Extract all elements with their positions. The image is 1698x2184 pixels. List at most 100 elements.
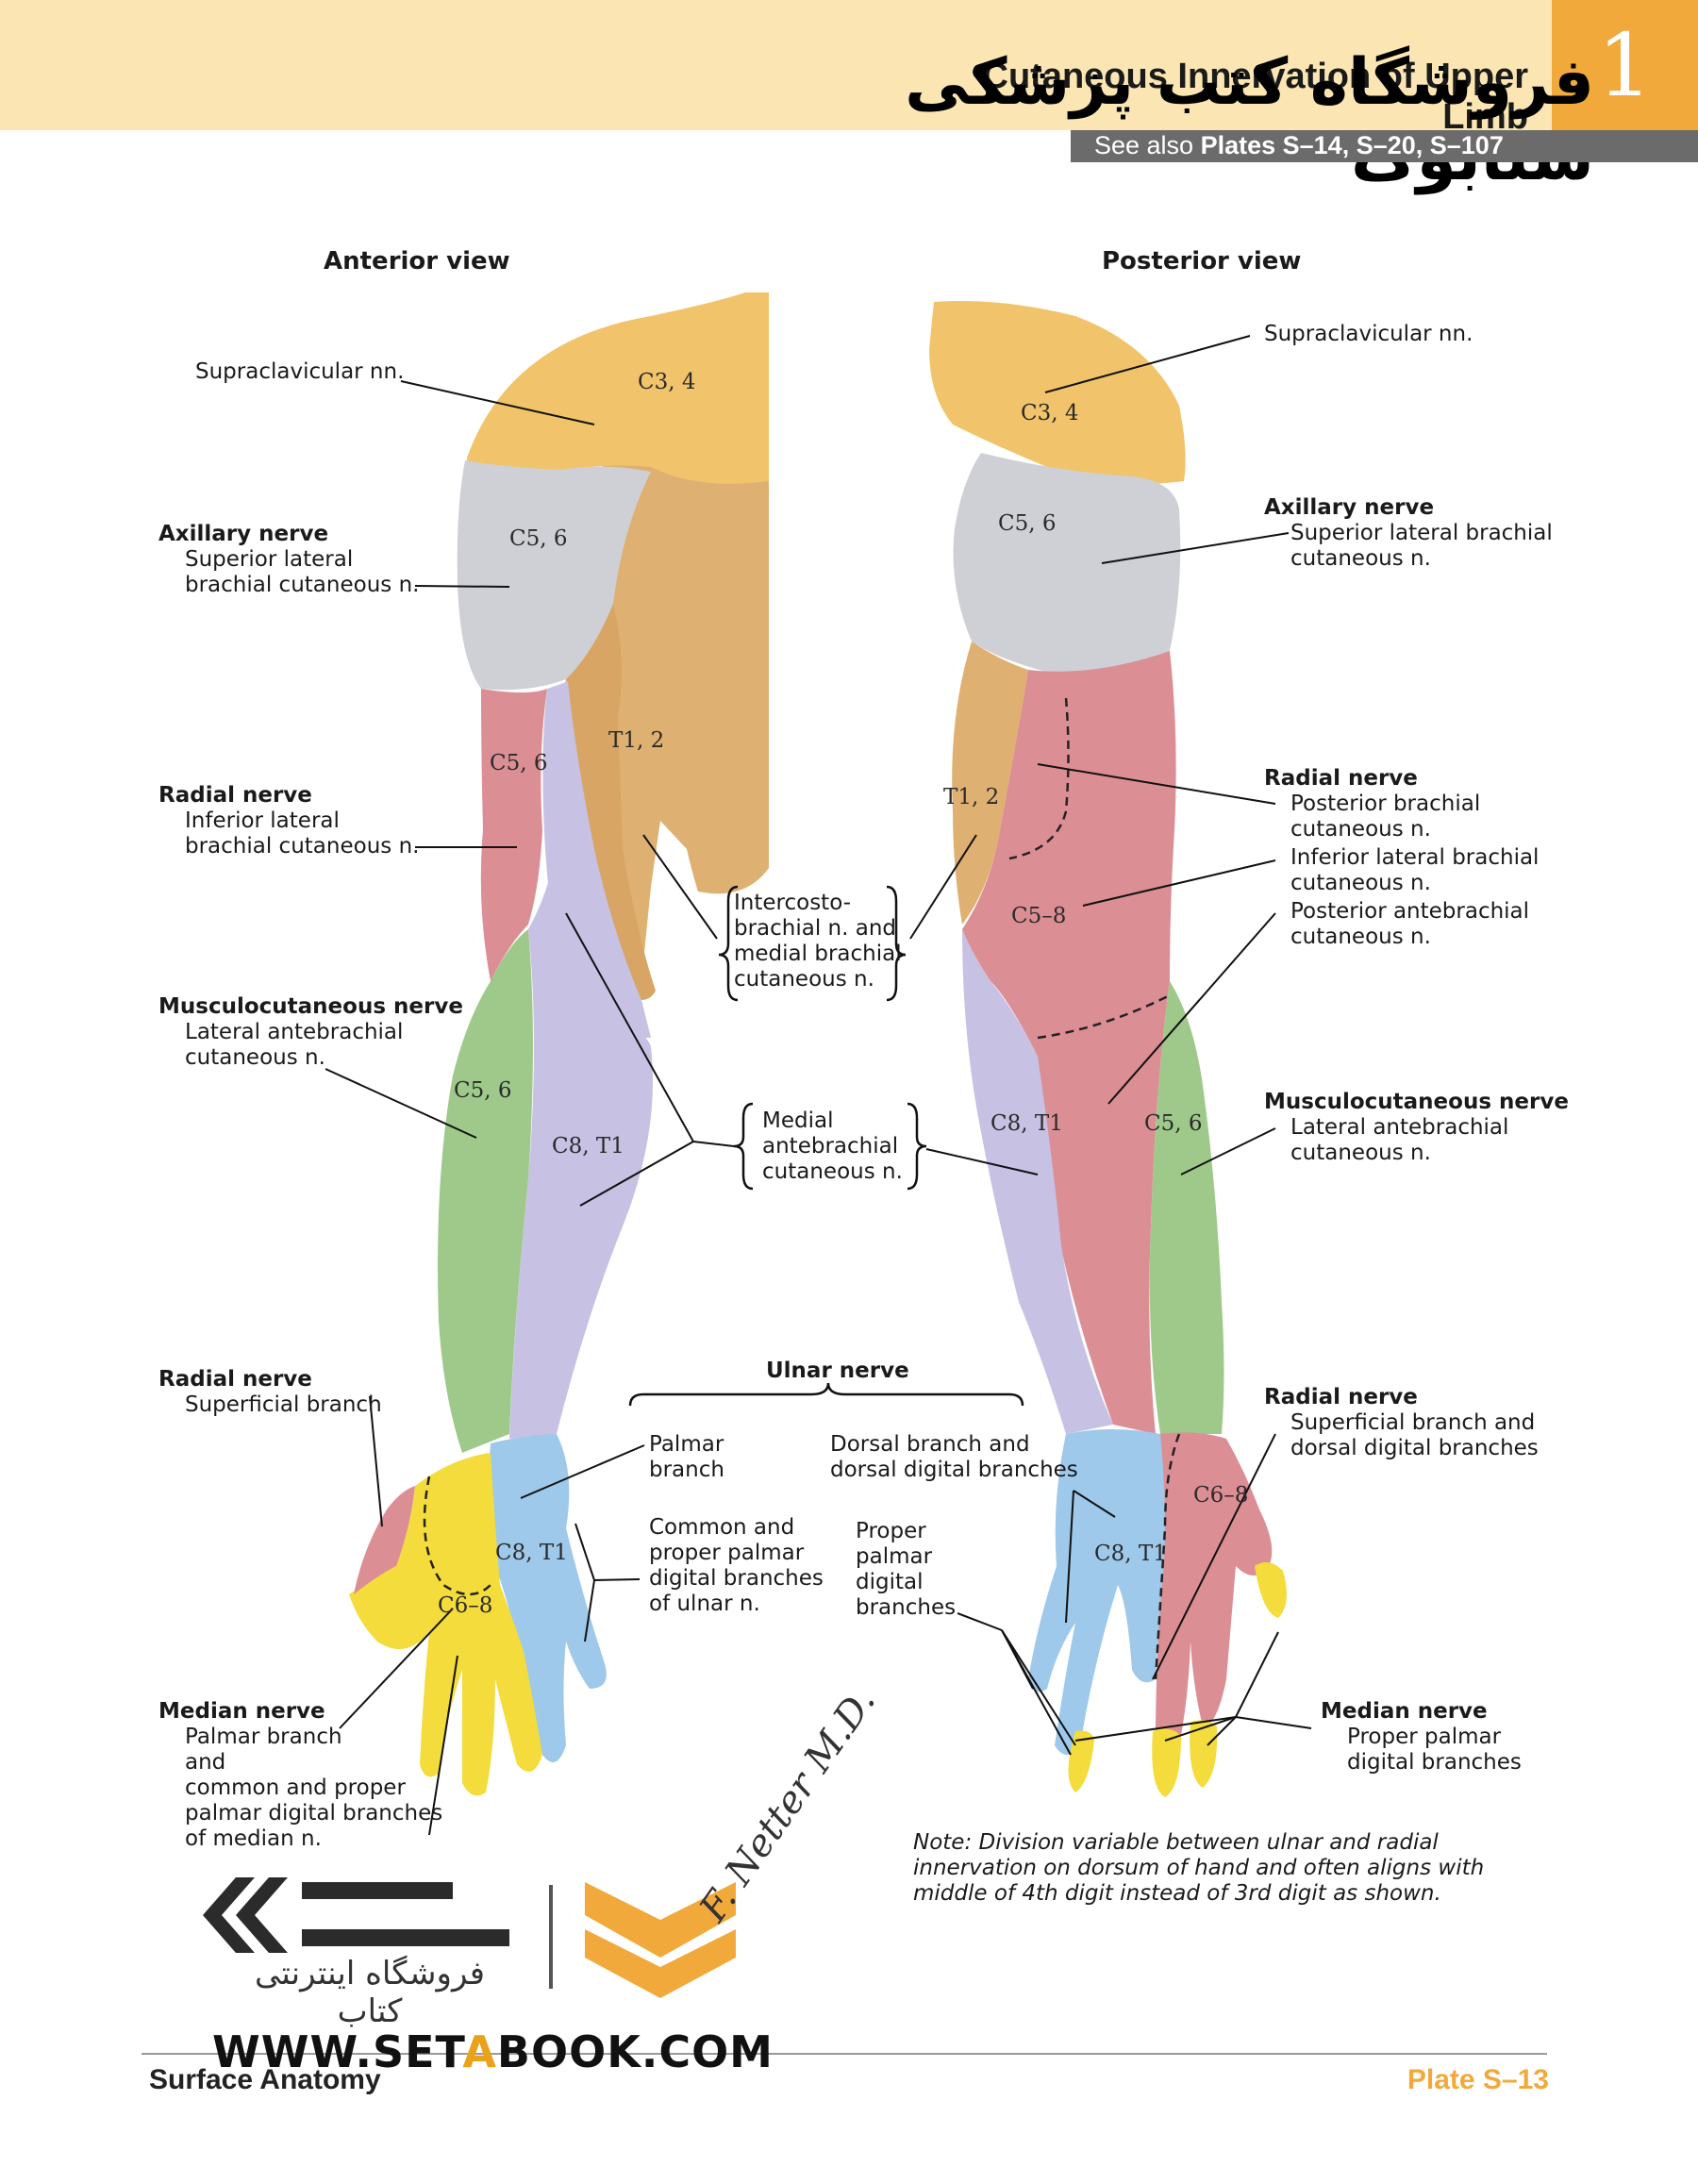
see-also-prefix: See also [1094,131,1194,159]
center-label-dorsal-2: dorsal digital branches [830,1458,1078,1482]
center-label-common-3: digital branches [649,1566,824,1591]
anterior-zone-label-c8t1-hand: C8, T1 [495,1541,568,1565]
center-label-proper-2: palmar [856,1544,933,1569]
center-label-intercosto-4: cutaneous n. [734,967,874,992]
posterior-label-axillary-sub2: cutaneous n. [1290,546,1431,571]
anterior-zone-medial-antebrachial [509,849,653,1439]
anterior-label-radial-sub2: brachial cutaneous n. [185,834,420,859]
anterior-zone-label-c56-arm: C5, 6 [490,751,548,775]
posterior-zone-axillary [953,453,1181,675]
intercosto-brace-left [718,885,739,1002]
center-label-intercosto-2: brachial n. and [734,916,897,941]
posterior-label-radial-sup-sub2: dorsal digital branches [1290,1436,1539,1460]
anterior-label-median-sub4: palmar digital branches [185,1801,443,1826]
anterior-zone-axillary [457,460,651,691]
anterior-zone-ulnar-hand [489,1434,607,1762]
logo-book-shape [585,1882,736,1998]
posterior-label-median-sub2: digital branches [1347,1750,1522,1775]
intercosto-brace-right [886,885,907,1002]
anterior-label-median-head: Median nerve [158,1699,325,1724]
posterior-zone-label-c56-forearm: C5, 6 [1144,1111,1203,1136]
footer-rule [142,2053,1547,2055]
center-label-medial-2: antebrachial [762,1134,899,1159]
anterior-zone-supraclavicular [467,292,769,484]
center-label-proper-1: Proper [856,1519,926,1543]
posterior-arm [929,301,1287,1797]
posterior-division-hand [1154,1433,1181,1680]
center-label-proper-3: digital [856,1570,924,1594]
posterior-label-radial-sub1: Posterior brachial [1290,792,1481,816]
note-line-3: middle of 4th digit instead of 3rd digit… [913,1881,1441,1906]
anterior-label-median-sub2: and [185,1750,226,1775]
logo-divider [549,1885,553,1989]
posterior-zone-label-c58: C5–8 [1011,904,1067,928]
see-also-plates[interactable]: Plates S–14, S–20, S–107 [1200,131,1504,159]
anterior-label-supraclavicular: Supraclavicular nn. [195,359,405,384]
anterior-zone-musculocutaneous [438,929,533,1453]
anterior-label-median-sub3: common and proper [185,1776,406,1800]
posterior-label-musculo-sub2: cutaneous n. [1290,1141,1431,1165]
anterior-label-radial-head: Radial nerve [158,783,312,808]
posterior-label-radial-sub4: cutaneous n. [1290,871,1431,895]
url-part-1: WWW.SET [212,2026,463,2077]
footer-section: Surface Anatomy [149,2064,381,2095]
anterior-label-median-sub5: of median n. [185,1826,322,1851]
url-part-2: BOOK.COM [496,2026,774,2077]
posterior-zone-intercostobrachial [952,642,1028,925]
logo-bar-1 [302,1882,453,1899]
center-label-ulnar-head: Ulnar nerve [766,1359,909,1383]
logo-chevrons-left [203,1877,288,1953]
anterior-label-axillary-sub1: Superior lateral [185,547,354,572]
center-label-medial-3: cutaneous n. [762,1159,903,1184]
anterior-label-axillary-head: Axillary nerve [158,522,329,546]
posterior-fingertip-index [1190,1720,1218,1788]
anterior-label-radial-sub1: Inferior lateral [185,809,340,833]
posterior-zone-supraclavicular [929,301,1186,484]
posterior-label-axillary-sub1: Superior lateral brachial [1290,521,1553,545]
posterior-zone-medial-antebrachial [962,929,1113,1434]
posterior-zone-label-c8t1-hand: C8, T1 [1094,1542,1167,1566]
anterior-zone-label-c34: C3, 4 [638,370,696,394]
center-label-common-4: of ulnar n. [649,1592,760,1616]
posterior-label-musculo-head: Musculocutaneous nerve [1264,1090,1569,1114]
posterior-label-radial-sub6: cutaneous n. [1290,925,1431,949]
posterior-fingertip-middle [1152,1728,1181,1797]
posterior-zone-label-c68-hand: C6–8 [1193,1483,1249,1508]
center-label-palmar-1: Palmar [649,1432,724,1457]
posterior-zone-label-c34: C3, 4 [1021,401,1079,425]
anterior-zone-label-t12: T1, 2 [608,728,665,753]
anterior-palm-division [423,1475,491,1596]
center-label-medial-1: Medial [762,1109,834,1133]
posterior-label-median-sub1: Proper palmar [1347,1725,1502,1749]
posterior-label-radial-sup-head: Radial nerve [1264,1385,1418,1409]
anterior-label-musculo-sub1: Lateral antebrachial [185,1020,404,1044]
posterior-label-median-head: Median nerve [1321,1699,1488,1724]
header-band [0,0,1552,130]
posterior-fingertip-thumb [1255,1562,1287,1618]
url-part-a: A [462,2026,497,2077]
posterior-zone-musculocutaneous [1149,981,1224,1434]
logo-bar-2 [302,1929,509,1946]
posterior-zone-label-c8t1-forearm: C8, T1 [990,1111,1063,1136]
center-label-dorsal-1: Dorsal branch and [830,1432,1030,1457]
medial-brace-left [733,1102,754,1191]
center-label-intercosto-3: medial brachial [734,942,902,966]
posterior-zone-ulnar-hand [1028,1429,1172,1755]
note-line-1: Note: Division variable between ulnar an… [913,1830,1439,1855]
setabook-url[interactable]: WWW.SETABOOK.COM [212,2026,774,2077]
center-label-common-2: proper palmar [649,1541,805,1565]
anterior-zone-intercostobrachial [557,604,656,1000]
footer-plate-number: Plate S–13 [1407,2064,1549,2095]
anterior-zone-radial-hand [354,1486,415,1594]
anterior-label-axillary-sub2: brachial cutaneous n. [185,573,420,597]
posterior-zone-radial-arm [962,651,1176,1434]
anterior-label-musculo-sub2: cutaneous n. [185,1045,325,1070]
anterior-zone-label-c56-forearm: C5, 6 [454,1078,512,1103]
setabook-logo [203,1877,736,1998]
center-label-common-1: Common and [649,1515,795,1540]
center-label-intercosto-1: Intercosto- [734,891,851,915]
anterior-zone-median-hand [349,1453,542,1796]
center-label-proper-4: branches [856,1595,957,1620]
chapter-tab [1552,0,1698,130]
